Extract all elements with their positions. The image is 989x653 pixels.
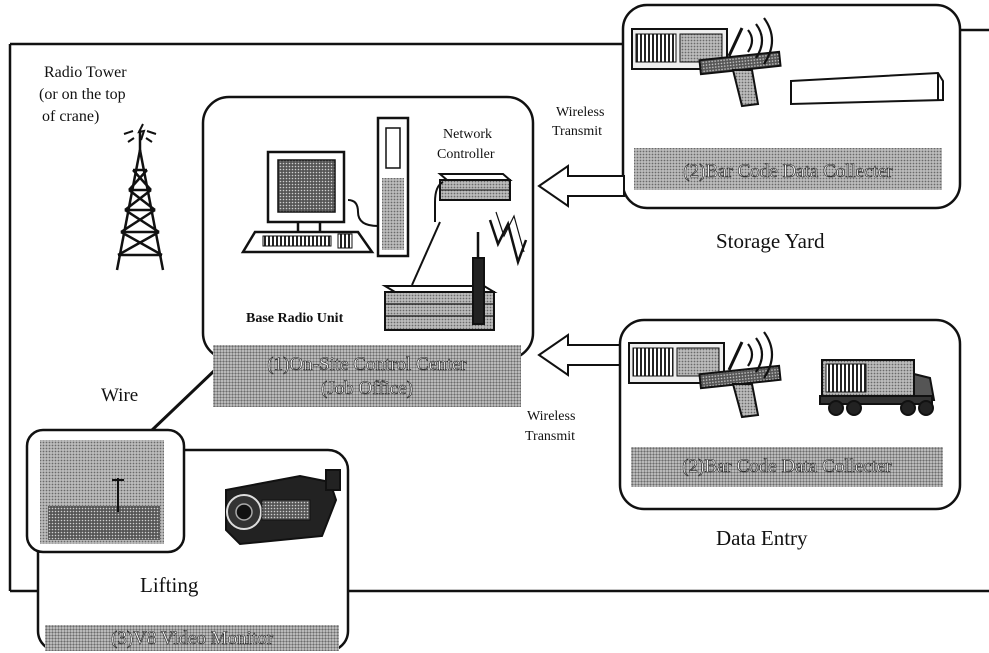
bar-code-band-top: (2)Bar Code Data Collecter <box>683 161 893 183</box>
control-center-label-1: (1)On-Site Control Center <box>267 354 467 376</box>
outer-frame <box>8 28 989 593</box>
computer-icon <box>240 116 410 258</box>
base-radio-unit-label: Base Radio Unit <box>246 311 344 326</box>
crane-photo-icon <box>40 440 164 544</box>
storage-yard-label: Storage Yard <box>716 229 825 253</box>
wireless-transmit-top-2: Transmit <box>552 124 603 139</box>
control-center-label-2: (Job Office) <box>321 378 414 400</box>
truck-icon <box>819 359 936 416</box>
camcorder-icon <box>225 469 341 546</box>
wireless-transmit-top-1: Wireless <box>556 105 605 120</box>
barcode-scanner-icon <box>698 17 782 108</box>
barcode-scanner-icon-bottom <box>698 331 782 419</box>
lightning-icon <box>488 211 528 267</box>
radio-tower-label-3: of crane) <box>42 108 100 125</box>
base-radio-unit-icon <box>381 232 498 331</box>
control-center-band: (1)On-Site Control Center (Job Office) <box>213 345 521 407</box>
wireless-arrow-bottom <box>537 333 625 377</box>
video-monitor-band: (3)V8 Video Monitor <box>45 625 339 651</box>
network-controller-icon <box>411 173 513 286</box>
bar-code-band-top-bg <box>634 148 942 190</box>
radio-tower-label-1: Radio Tower <box>44 64 127 81</box>
wireless-transmit-bottom-1: Wireless <box>527 409 576 424</box>
data-entry-label: Data Entry <box>716 526 808 550</box>
bar-code-band-bottom: (2)Bar Code Data Collecter <box>631 447 943 487</box>
network-controller-label-1: Network <box>443 127 492 142</box>
container-icon <box>631 28 944 106</box>
wireless-transmit-bottom-2: Transmit <box>525 429 576 444</box>
wireless-arrow-top <box>537 164 625 208</box>
network-controller-label-2: Controller <box>437 147 495 162</box>
lifting-label: Lifting <box>140 573 199 597</box>
wire-line <box>148 368 217 434</box>
radio-tower-icon <box>115 123 165 271</box>
wire-label: Wire <box>101 385 139 406</box>
radio-tower-label-2: (or on the top <box>39 86 126 103</box>
